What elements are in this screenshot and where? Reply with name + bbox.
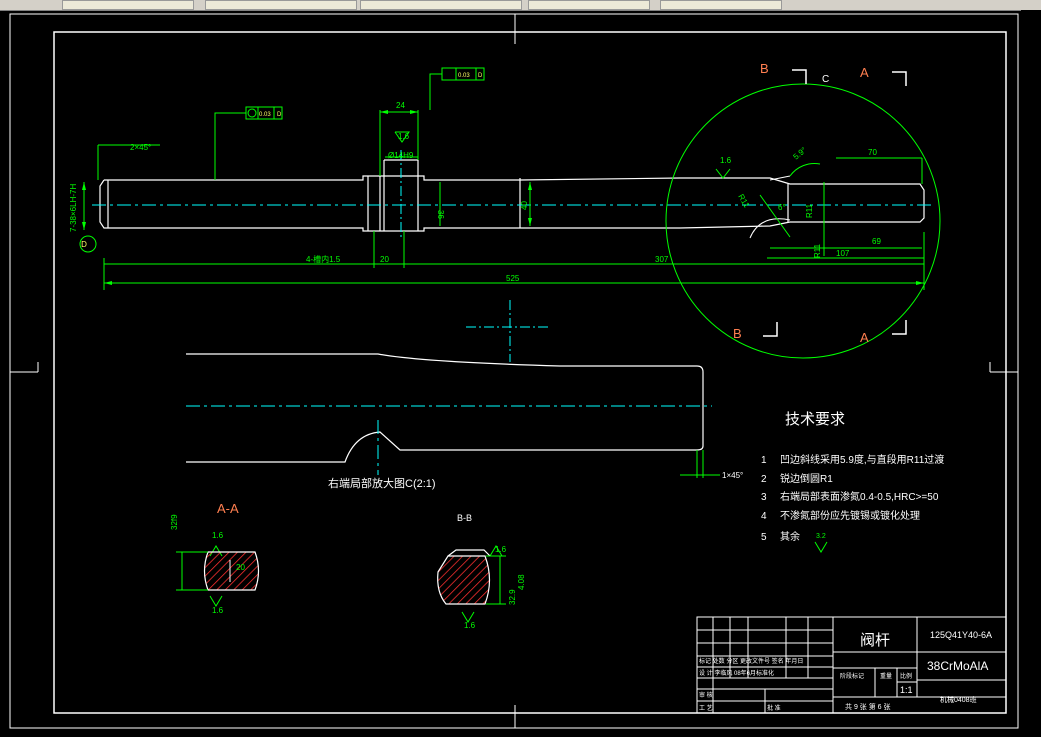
drawing-label: B <box>760 61 769 76</box>
toolbar-combo-3[interactable] <box>360 0 522 10</box>
tolerance-frames <box>79 67 485 253</box>
drawing-label: 阶段标记 <box>840 672 864 680</box>
drawing-label: 3 <box>761 492 767 503</box>
drawing-label: R11 <box>805 203 814 218</box>
enlarged-caption: 右端局部放大图C(2:1) <box>328 476 436 490</box>
drawing-label: 2×45° <box>130 143 151 152</box>
drawing-label: 1 <box>761 455 767 466</box>
section-aa-label: A-A <box>217 501 239 516</box>
drawing-label: 5.9° <box>792 145 809 161</box>
toolbar-combo-2[interactable] <box>205 0 357 10</box>
scale: 1:1 <box>900 685 913 695</box>
tech-notes: 1 凹边斜线采用5.9度,与直段用R11过渡 2 锐边倒圆R1 3 右端局部表面渗氮0… <box>761 453 944 543</box>
drawing-label: 比例 <box>900 672 912 680</box>
drawing-label: 重量 <box>880 672 892 680</box>
drawing-label: D <box>81 240 87 249</box>
drawing-label: 4-槽内1.5 <box>306 254 341 264</box>
organization: 机械0408班 <box>940 695 977 704</box>
drawing-label: 5 <box>761 532 767 543</box>
material: 38CrMoAlA <box>927 659 988 673</box>
drawing-label: 右端局部表面渗氮0.4-0.5,HRC>=50 <box>780 490 939 503</box>
drawing-label: 0.03 <box>259 112 271 118</box>
toolbar-combo-5[interactable] <box>660 0 782 10</box>
part-name: 阀杆 <box>860 632 890 649</box>
detail-circle <box>665 83 941 359</box>
drawing-label: C <box>822 74 829 85</box>
drawing-label: 107 <box>836 249 850 258</box>
drawing-label: 1.6 <box>212 606 224 615</box>
drawing-label: 40 <box>520 201 529 210</box>
drawing-label: 1.6 <box>464 621 476 630</box>
drawing-label: 1.6 <box>495 545 507 554</box>
drawing-label: 1×45° <box>722 471 743 480</box>
drawing-label: 1.6 <box>212 531 224 540</box>
enlarged-view <box>186 353 704 463</box>
drawing-label: 设 计 李临风 08年6月标准化 <box>699 669 774 677</box>
drawing-label: 0.03 <box>458 73 470 79</box>
drawing-label: 20 <box>236 563 245 572</box>
drawing-label: 锐边倒圆R1 <box>780 472 833 485</box>
section-aa <box>203 551 260 591</box>
drawing-label: 3.2 <box>816 533 826 540</box>
scrollbar[interactable] <box>1021 10 1041 737</box>
drawing-label: 20 <box>380 255 389 264</box>
drawing-label: Ø14H9 <box>388 151 414 160</box>
drawing-label: 70 <box>868 148 877 157</box>
toolbar <box>0 0 1041 11</box>
drawing-label: 工 艺 <box>699 704 713 712</box>
drawing-label: 4 <box>761 511 767 522</box>
drawing-label: R11 <box>813 243 822 258</box>
drawing-label: 2 <box>761 474 767 485</box>
drawing-label: D <box>277 112 282 118</box>
drawing-label: 不渗氮部份应先镀锡或镀化处理 <box>780 509 920 522</box>
drawing-label: 32.9 <box>508 589 517 605</box>
drawing-label: 24 <box>396 101 405 110</box>
toolbar-combo-4[interactable] <box>528 0 650 10</box>
title-block <box>696 616 1007 714</box>
drawing-label: 审 核 <box>699 691 713 699</box>
drawing-label: B <box>733 326 742 341</box>
drawing-label: 307 <box>655 255 669 264</box>
drawing-label: 1.6 <box>398 132 410 141</box>
drawing-label: 批 准 <box>767 704 781 712</box>
drawing-number: 125Q41Y40-6A <box>930 630 992 640</box>
drawing-label: 32f9 <box>170 514 179 530</box>
drawing-label: D <box>478 73 483 79</box>
drawing-label: 4.08 <box>517 574 526 590</box>
drawing-label: R11 <box>736 193 751 210</box>
section-bb <box>437 549 491 605</box>
drawing-label: 525 <box>506 274 520 283</box>
toolbar-combo-1[interactable] <box>62 0 194 10</box>
drawing-label: A <box>860 330 869 345</box>
drawing-label: A <box>860 65 869 80</box>
tech-title: 技术要求 <box>785 411 845 428</box>
drawing-label: 36 <box>436 210 445 219</box>
drawing-label: 凹边斜线采用5.9度,与直段用R11过渡 <box>780 453 944 466</box>
sheet-info: 共 9 张 第 6 张 <box>845 702 891 711</box>
drawing-label: 其余 <box>780 530 800 543</box>
drawing-label: 1.6 <box>720 156 732 165</box>
drawing-label: 标记 处数 分区 更改文件号 签名 年月日 <box>699 657 803 665</box>
drawing-label: 7-38×6LH-7H <box>69 184 78 232</box>
drawing-label: 69 <box>872 237 881 246</box>
shaft-outline <box>99 159 925 232</box>
section-bb-label: B-B <box>457 513 472 523</box>
drawing-label: 6° <box>778 203 786 212</box>
